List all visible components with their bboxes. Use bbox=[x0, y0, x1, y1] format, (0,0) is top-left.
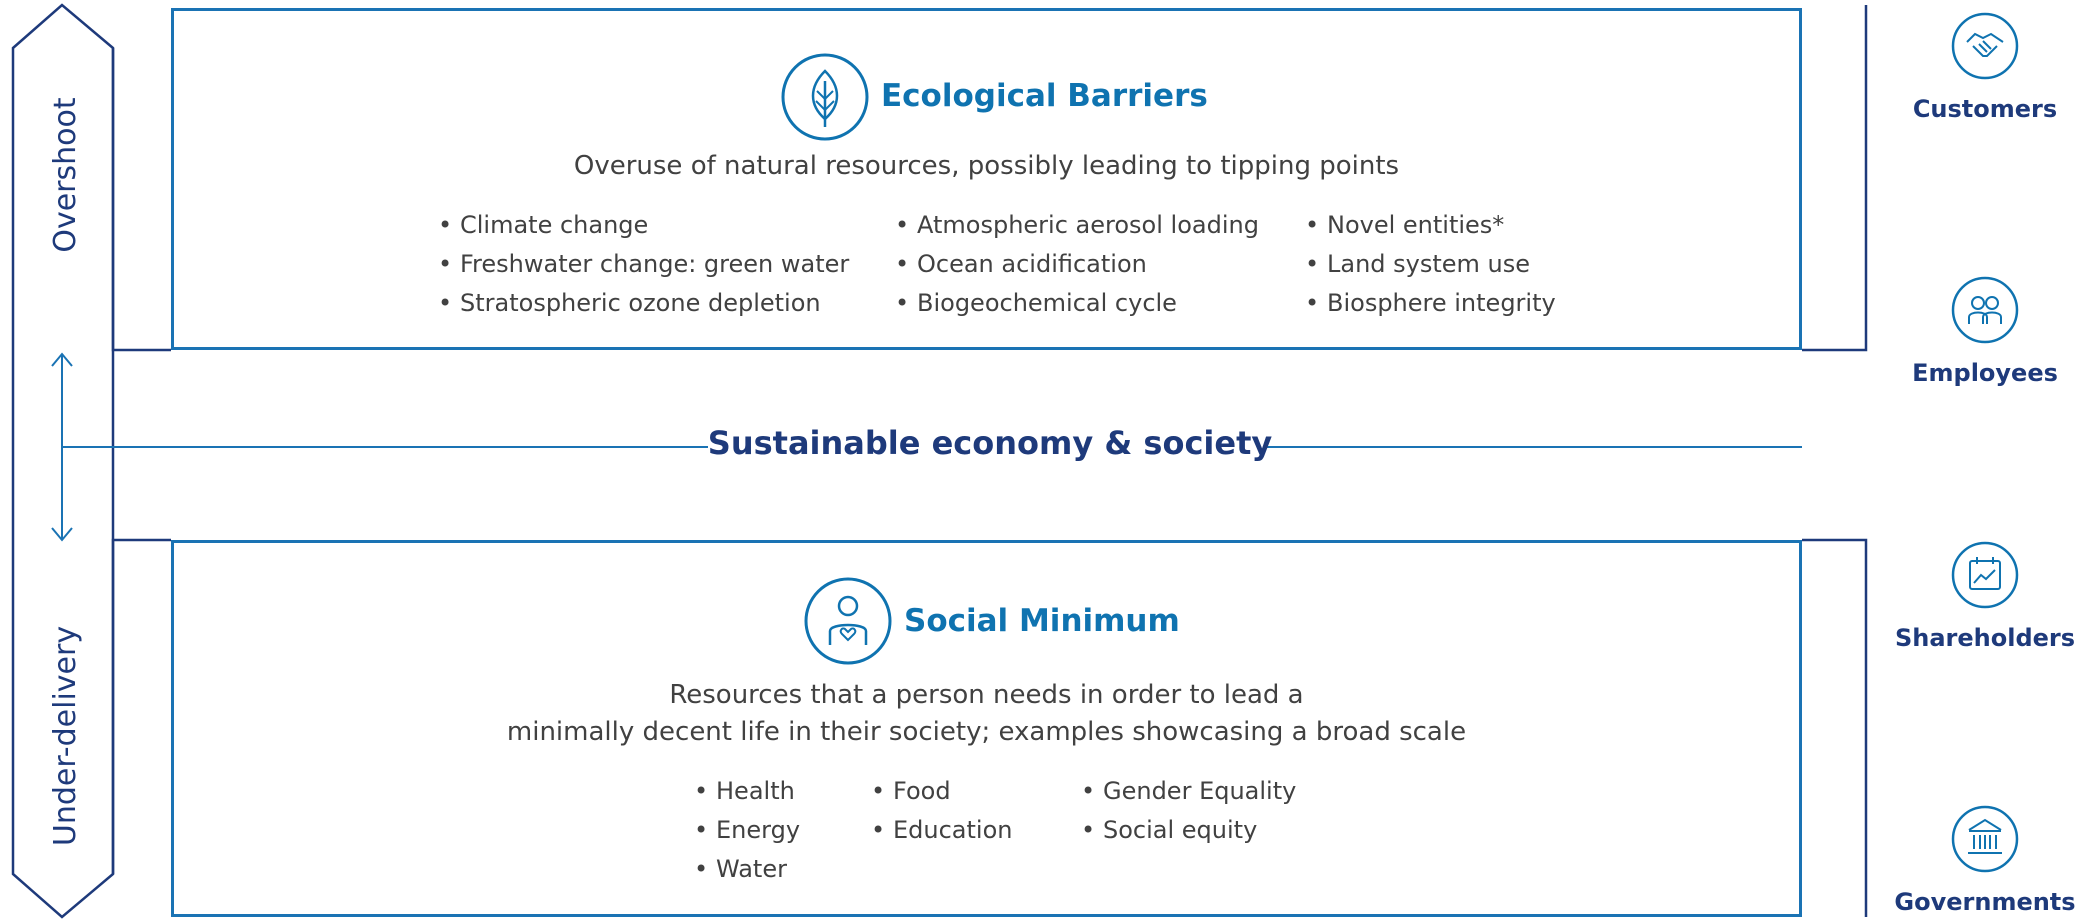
list-item: Water bbox=[692, 850, 800, 889]
overshoot-label: Overshoot bbox=[48, 97, 83, 253]
stakeholder-label: Shareholders bbox=[1894, 624, 2076, 652]
leaf-icon bbox=[781, 53, 869, 141]
list-item: Health bbox=[692, 772, 800, 811]
ecological-barriers-title: Ecological Barriers bbox=[881, 78, 1208, 114]
social-list-col-1: Health Energy Water bbox=[692, 772, 800, 889]
stakeholder-shareholders: Shareholders bbox=[1885, 541, 2085, 652]
list-item: Biogeochemical cycle bbox=[893, 284, 1259, 323]
list-item: Energy bbox=[692, 811, 800, 850]
social-minimum-box bbox=[171, 540, 1802, 917]
stakeholder-label: Employees bbox=[1912, 359, 2058, 387]
top-box-right-bracket bbox=[1802, 5, 1868, 352]
stakeholder-label: Governments bbox=[1894, 888, 2076, 916]
list-item: Atmospheric aerosol loading bbox=[893, 206, 1259, 245]
list-item: Gender Equality bbox=[1079, 772, 1296, 811]
arrow-down-head bbox=[51, 527, 73, 542]
sustainable-economy-label: Sustainable economy & society bbox=[707, 424, 1273, 462]
list-item: Biosphere integrity bbox=[1303, 284, 1556, 323]
arrow-up-head bbox=[51, 352, 73, 367]
list-item: Ocean acidification bbox=[893, 245, 1259, 284]
stakeholder-employees: Employees bbox=[1885, 276, 2085, 387]
list-item: Education bbox=[869, 811, 1012, 850]
list-item: Freshwater change: green water bbox=[436, 245, 849, 284]
social-minimum-title: Social Minimum bbox=[904, 603, 1180, 639]
stakeholder-label: Customers bbox=[1912, 95, 2058, 123]
calendar-chart-icon bbox=[1951, 541, 2019, 609]
handshake-icon bbox=[1951, 12, 2019, 80]
people-icon bbox=[1951, 276, 2019, 344]
stakeholder-governments: Governments bbox=[1885, 805, 2085, 916]
ecological-barriers-box bbox=[171, 8, 1802, 350]
stakeholder-customers: Customers bbox=[1885, 12, 2085, 123]
top-box-left-bracket bbox=[111, 48, 171, 352]
under-delivery-label: Under-delivery bbox=[48, 625, 83, 847]
ecological-list-col-3: Novel entities* Land system use Biospher… bbox=[1303, 206, 1556, 323]
ecological-list-col-2: Atmospheric aerosol loading Ocean acidif… bbox=[893, 206, 1259, 323]
social-list-col-2: Food Education bbox=[869, 772, 1012, 850]
bottom-box-right-bracket bbox=[1802, 538, 1868, 917]
ecological-subtitle: Overuse of natural resources, possibly l… bbox=[573, 151, 1400, 181]
list-item: Climate change bbox=[436, 206, 849, 245]
list-item: Stratospheric ozone depletion bbox=[436, 284, 849, 323]
social-subtitle-line-1: Resources that a person needs in order t… bbox=[669, 680, 1304, 710]
list-item: Land system use bbox=[1303, 245, 1556, 284]
government-building-icon bbox=[1951, 805, 2019, 873]
list-item: Novel entities* bbox=[1303, 206, 1556, 245]
list-item: Social equity bbox=[1079, 811, 1296, 850]
social-subtitle-line-2: minimally decent life in their society; … bbox=[506, 717, 1467, 747]
social-list-col-3: Gender Equality Social equity bbox=[1079, 772, 1296, 850]
list-item: Food bbox=[869, 772, 1012, 811]
ecological-list-col-1: Climate change Freshwater change: green … bbox=[436, 206, 849, 323]
bottom-box-left-bracket bbox=[111, 538, 171, 874]
person-heart-icon bbox=[804, 577, 892, 665]
